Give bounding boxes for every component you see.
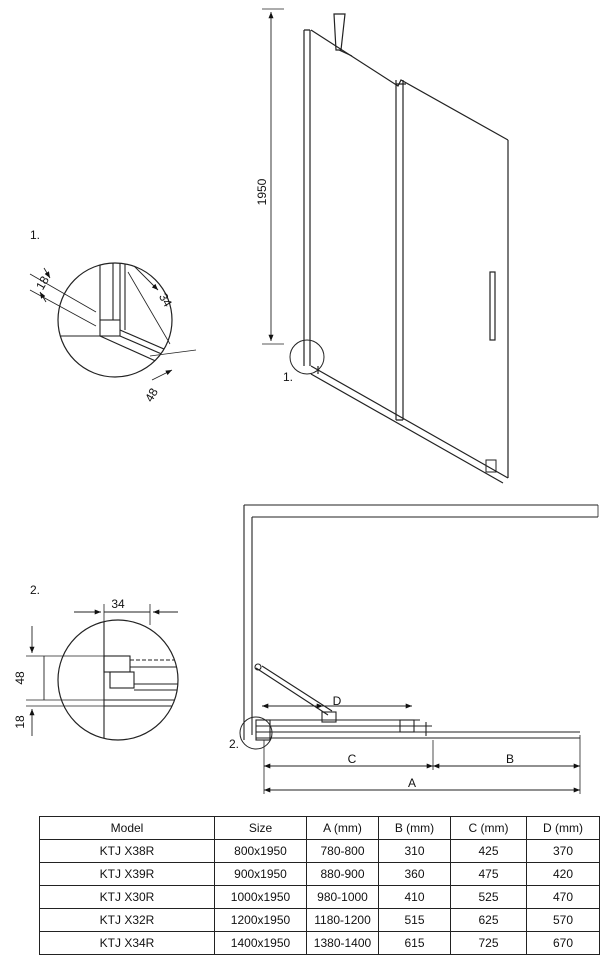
middle-profile	[395, 80, 406, 421]
header-b: B (mm)	[378, 816, 451, 840]
cell-model: KTJ X32R	[39, 908, 215, 932]
detail-2-view	[26, 604, 179, 741]
detail-1-marker-circle	[289, 339, 325, 375]
table-row: KTJ X38R 800x1950 780-800 310 425 370	[39, 839, 600, 863]
plan-label-a: A	[408, 776, 416, 790]
detail-2-dim-48: 48	[13, 671, 27, 685]
height-label: 1950	[255, 178, 269, 205]
cell-c: 525	[450, 885, 527, 909]
wall-outline	[243, 504, 598, 740]
wall-profile	[303, 29, 311, 366]
door-handle	[489, 271, 496, 341]
detail-2-dim-18: 18	[13, 715, 27, 729]
detail-1-number: 1.	[30, 228, 40, 242]
cell-c: 425	[450, 839, 527, 863]
cell-d: 470	[526, 885, 600, 909]
cell-d: 420	[526, 862, 600, 886]
cell-d: 670	[526, 931, 600, 955]
cell-a: 980-1000	[306, 885, 379, 909]
table-row: KTJ X34R 1400x1950 1380-1400 615 725 670	[39, 931, 600, 955]
plan-label-b: B	[506, 752, 514, 766]
cell-b: 515	[378, 908, 451, 932]
cell-size: 1400x1950	[214, 931, 307, 955]
detail-1-view	[29, 262, 197, 381]
plan-rails	[256, 719, 580, 739]
cell-b: 410	[378, 885, 451, 909]
detail-1-dim-18: 18	[33, 273, 52, 292]
cell-size: 1200x1950	[214, 908, 307, 932]
cell-model: KTJ X34R	[39, 931, 215, 955]
dimensions-table: Model Size A (mm) B (mm) C (mm) D (mm) K…	[39, 816, 600, 955]
cell-a: 1180-1200	[306, 908, 379, 932]
cell-a: 1380-1400	[306, 931, 379, 955]
detail-2-marker-circle	[239, 716, 273, 750]
detail-1-dim-48: 48	[142, 385, 161, 404]
detail-2-dim-34: 34	[111, 597, 125, 611]
cell-size: 800x1950	[214, 839, 307, 863]
cell-model: KTJ X38R	[39, 839, 215, 863]
header-c: C (mm)	[450, 816, 527, 840]
header-a: A (mm)	[306, 816, 379, 840]
cell-d: 370	[526, 839, 600, 863]
glass-top-edge	[310, 29, 509, 141]
cell-c: 725	[450, 931, 527, 955]
cell-a: 780-800	[306, 839, 379, 863]
cell-a: 880-900	[306, 862, 379, 886]
plan-stabilizer-arm	[255, 665, 333, 716]
cell-size: 900x1950	[214, 862, 307, 886]
cell-b: 615	[378, 931, 451, 955]
header-size: Size	[214, 816, 307, 840]
bottom-rail	[310, 365, 509, 484]
cell-c: 625	[450, 908, 527, 932]
cell-b: 310	[378, 839, 451, 863]
plan-label-c: C	[348, 752, 357, 766]
cell-c: 475	[450, 862, 527, 886]
elevation-detail-marker: 1.	[283, 370, 293, 384]
cell-b: 360	[378, 862, 451, 886]
plan-view	[239, 504, 599, 794]
detail-2-number: 2.	[30, 583, 40, 597]
header-model: Model	[39, 816, 215, 840]
table-row: KTJ X32R 1200x1950 1180-1200 515 625 570	[39, 908, 600, 932]
cell-model: KTJ X30R	[39, 885, 215, 909]
cell-model: KTJ X39R	[39, 862, 215, 886]
plan-detail-marker: 2.	[229, 737, 239, 751]
detail-1-dim-34: 34	[156, 291, 175, 310]
cell-d: 570	[526, 908, 600, 932]
table-row: KTJ X30R 1000x1950 980-1000 410 525 470	[39, 885, 600, 909]
cell-size: 1000x1950	[214, 885, 307, 909]
elevation-view	[262, 8, 509, 484]
header-d: D (mm)	[526, 816, 600, 840]
table-header-row: Model Size A (mm) B (mm) C (mm) D (mm)	[39, 816, 600, 840]
table-row: KTJ X39R 900x1950 880-900 360 475 420	[39, 862, 600, 886]
plan-label-d: D	[333, 694, 342, 708]
stabilizer-bar	[333, 13, 353, 57]
